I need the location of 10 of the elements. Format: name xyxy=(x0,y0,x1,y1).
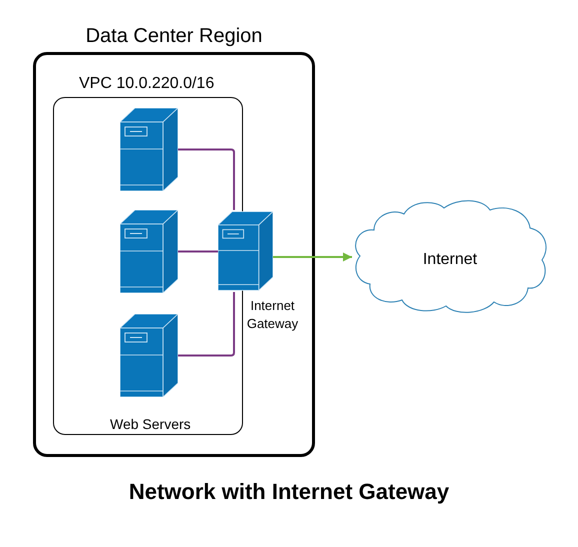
frame-heading: VPC 10.0.220.0/16 xyxy=(79,74,214,94)
cloud-label: Internet xyxy=(422,250,478,270)
node-caption: Internet Gateway xyxy=(246,297,300,333)
connector-line xyxy=(178,250,218,252)
connector-line xyxy=(178,148,235,210)
frame-heading: Data Center Region xyxy=(84,24,264,49)
group-label: Web Servers xyxy=(110,415,191,434)
connector-line xyxy=(178,292,235,356)
arrow xyxy=(273,252,352,262)
diagram-title: Network with Internet Gateway xyxy=(128,478,450,506)
